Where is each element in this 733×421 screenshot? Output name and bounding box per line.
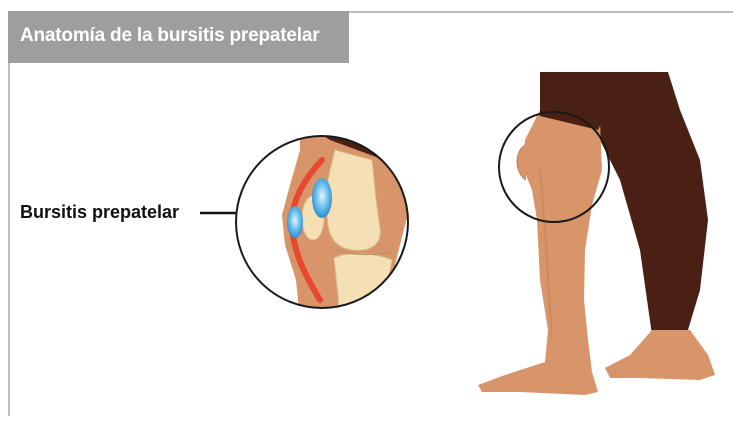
knee-zoom-view: [230, 120, 430, 330]
back-foot: [605, 330, 715, 380]
back-leg-shorts: [590, 72, 708, 335]
tibia-bone: [334, 254, 392, 330]
suprapatellar-bursa: [312, 178, 332, 218]
femur-bone: [325, 150, 380, 250]
front-leg-skin: [478, 110, 602, 395]
leg-figure: [478, 72, 715, 395]
knee-bump: [517, 145, 526, 180]
prepatellar-bursa: [287, 206, 303, 238]
